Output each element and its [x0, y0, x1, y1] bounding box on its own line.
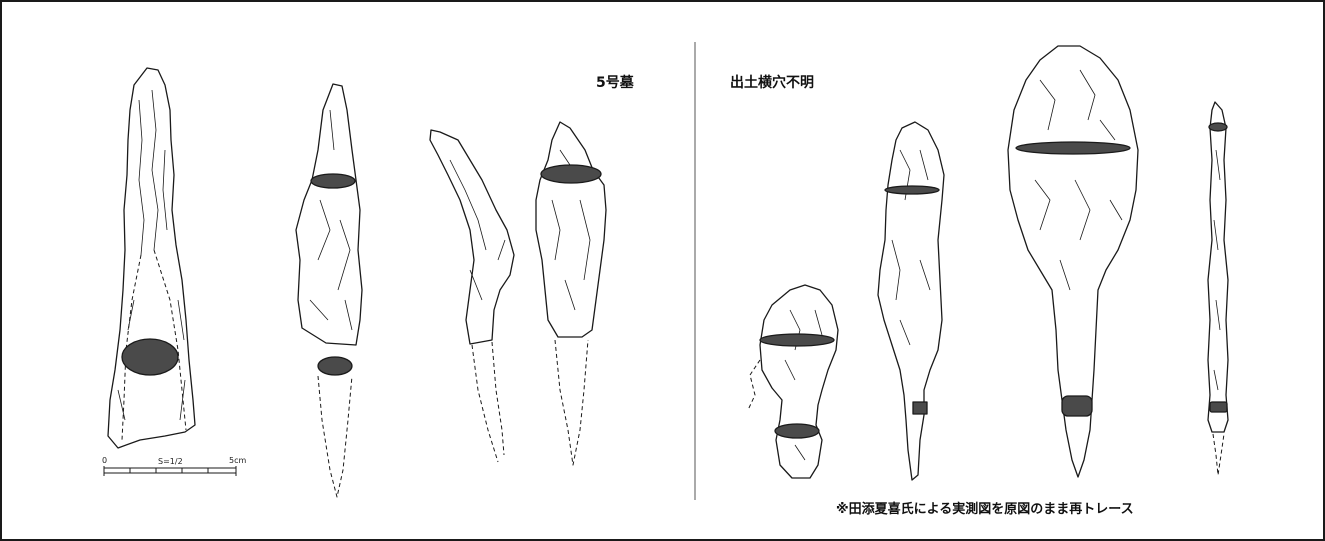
scale-ratio-label: S=1/2 — [158, 457, 183, 466]
section-mark — [884, 185, 940, 195]
section-mark — [317, 356, 353, 376]
section-mark — [1209, 401, 1228, 413]
artifact-7 — [1007, 45, 1139, 478]
source-note: ※田添夏喜氏による実測図を原図のまま再トレース — [836, 502, 1134, 517]
group-label-unknown-provenance: 出土横穴不明 — [730, 75, 814, 91]
section-mark — [1015, 141, 1131, 155]
section-mark — [310, 173, 356, 189]
artifact-1 — [107, 67, 196, 449]
section-mark — [774, 423, 820, 439]
artifact-2 — [295, 83, 363, 498]
section-mark — [121, 338, 179, 376]
scale-end-label: 5cm — [229, 456, 247, 465]
artifact-6 — [877, 121, 945, 481]
section-mark — [912, 401, 928, 415]
scale-bar — [103, 466, 237, 476]
section-mark — [1208, 122, 1228, 132]
section-mark — [540, 164, 602, 184]
artifact-4 — [535, 121, 607, 466]
group-label-tomb-5: 5号墓 — [596, 75, 634, 91]
section-mark — [1061, 395, 1093, 417]
artifact-8 — [1207, 101, 1229, 476]
artifact-5 — [747, 284, 839, 479]
section-mark — [759, 333, 835, 347]
scale-start-label: 0 — [102, 456, 108, 465]
artifact-3 — [429, 129, 515, 463]
